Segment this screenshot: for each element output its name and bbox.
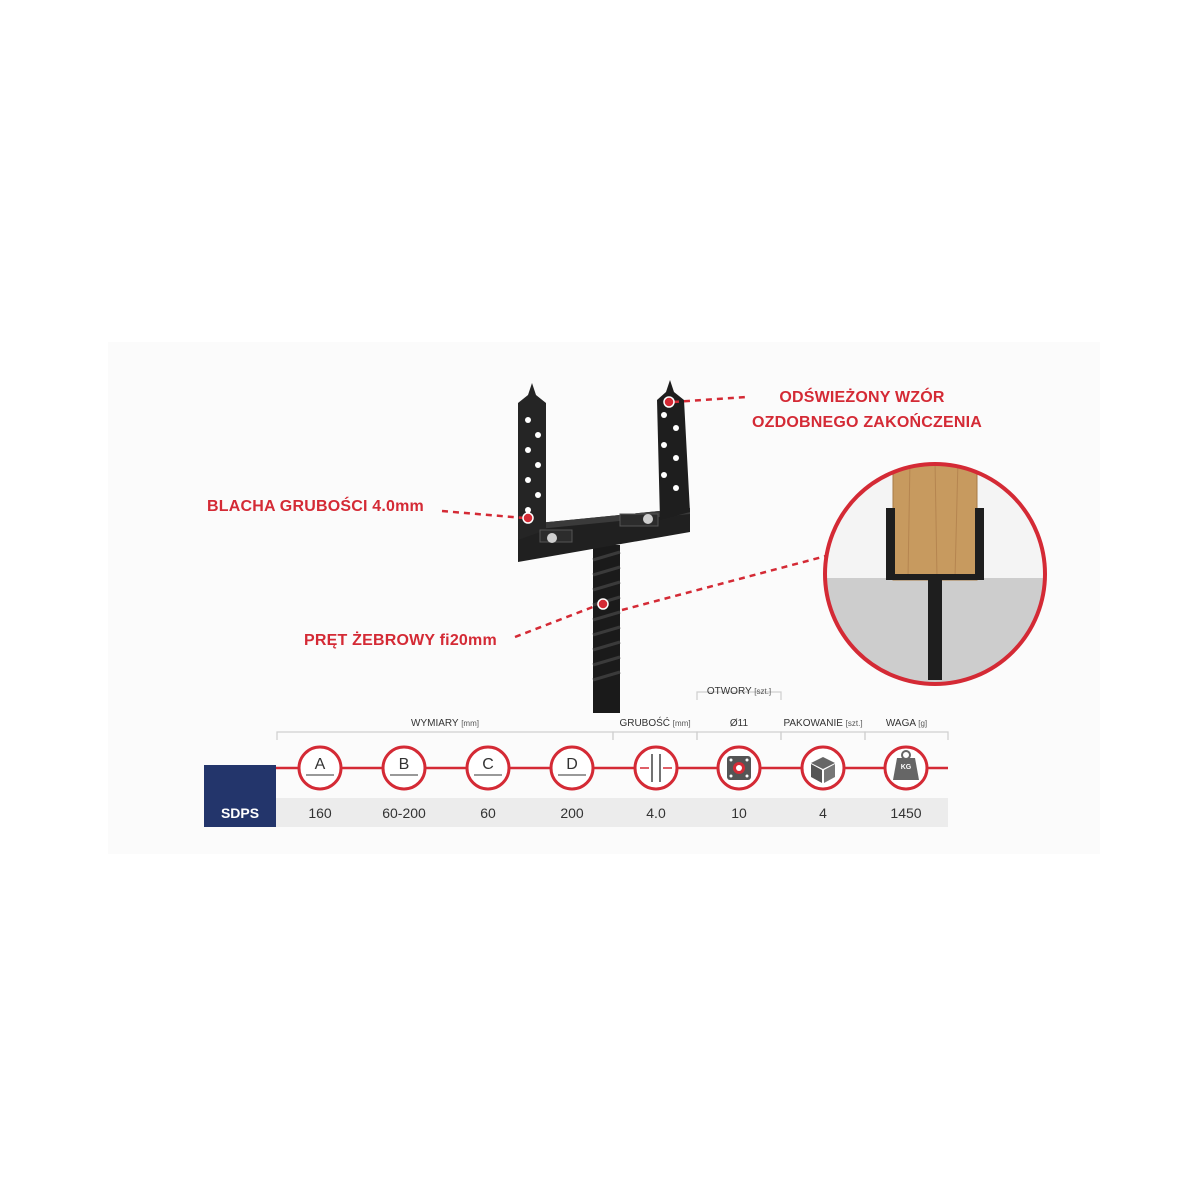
header-thickness-unit: [mm] <box>672 719 691 728</box>
model-cell: SDPS <box>204 765 276 827</box>
header-thickness: GRUBOŚĆ [mm] <box>614 718 696 729</box>
header-holes: OTWORY [szt.] <box>697 686 781 697</box>
header-packaging: PAKOWANIE [szt.] <box>779 718 867 729</box>
header-weight-unit: [g] <box>918 719 928 728</box>
value-weight: 1450 <box>890 805 922 821</box>
marker-top <box>663 396 675 408</box>
callout-ornamental-tip: ODŚWIEŻONY WZÓR OZDOBNEGO ZAKOŃCZENIA <box>752 385 982 435</box>
header-holes-unit: [szt.] <box>754 687 772 696</box>
callout-plate-thickness: BLACHA GRUBOŚCI 4.0mm <box>207 498 424 515</box>
header-dimensions: WYMIARY [mm] <box>400 718 490 729</box>
hole-plate-icon <box>727 756 751 780</box>
callout-ornamental-tip-line2: OZDOBNEGO ZAKOŃCZENIA <box>752 414 982 431</box>
dim-letter-c: C <box>482 756 494 773</box>
header-weight-label: WAGA <box>885 718 916 729</box>
value-c: 60 <box>480 805 496 821</box>
header-packaging-unit: [szt.] <box>845 719 863 728</box>
callout-ornamental-tip-line1: ODŚWIEŻONY WZÓR <box>779 389 945 406</box>
box-icon <box>811 757 835 783</box>
callout-rebar-rod: PRĘT ŻEBROWY fi20mm <box>304 632 497 649</box>
value-packaging: 4 <box>819 805 827 821</box>
header-weight: WAGA [g] <box>865 718 948 729</box>
marker-rod <box>597 598 609 610</box>
value-b: 60-200 <box>382 805 426 821</box>
header-holes-diameter: Ø11 <box>729 718 749 729</box>
dim-letter-a: A <box>314 756 326 773</box>
values-row <box>276 798 948 827</box>
weight-icon-text: KG <box>900 764 912 771</box>
thickness-icon <box>640 754 672 782</box>
weight-icon <box>893 750 919 780</box>
marker-plate <box>522 512 534 524</box>
header-dimensions-unit: [mm] <box>461 719 479 728</box>
header-dimensions-label: WYMIARY <box>411 718 459 729</box>
value-holes: 10 <box>731 805 747 821</box>
header-holes-label: OTWORY <box>706 686 752 697</box>
header-thickness-label: GRUBOŚĆ <box>619 718 670 729</box>
header-packaging-label: PAKOWANIE <box>783 718 843 729</box>
value-thickness: 4.0 <box>646 805 666 821</box>
detail-inset-image <box>825 464 1045 684</box>
value-d: 200 <box>560 805 584 821</box>
dim-letter-b: B <box>398 756 410 773</box>
dim-letter-d: D <box>566 756 578 773</box>
post-base-image <box>518 380 690 713</box>
value-a: 160 <box>308 805 332 821</box>
model-code: SDPS <box>220 805 260 821</box>
